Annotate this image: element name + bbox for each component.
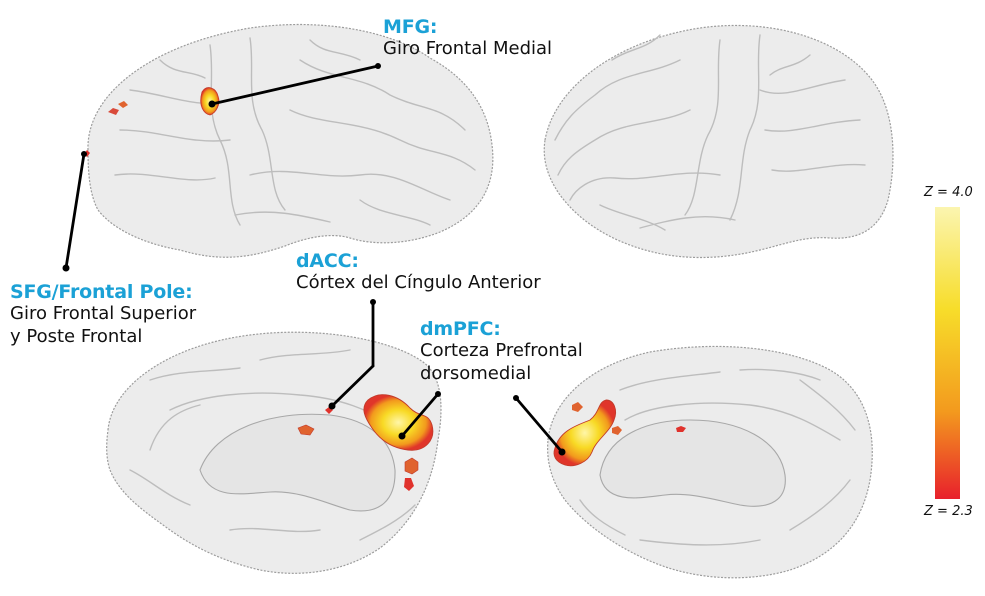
right-medial-hemisphere: [548, 346, 873, 577]
dacc-title: dACC:: [296, 250, 359, 272]
colorbar-min-label: Z = 2.3: [924, 504, 973, 519]
dmpfc-description-line2: dorsomedial: [420, 363, 531, 385]
left-medial-hemisphere: [107, 332, 441, 573]
colorbar: [935, 207, 960, 499]
mfg-description: Giro Frontal Medial: [383, 38, 552, 60]
sfg-description-line2: y Poste Frontal: [10, 326, 142, 348]
sfg-title: SFG/Frontal Pole:: [10, 281, 193, 303]
dmpfc-description-line1: Corteza Prefrontal: [420, 340, 583, 362]
sfg-description-line1: Giro Frontal Superior: [10, 303, 196, 325]
dmpfc-title: dmPFC:: [420, 318, 501, 340]
sfg-pointer: [66, 154, 84, 268]
dacc-description: Córtex del Cíngulo Anterior: [296, 272, 541, 294]
colorbar-max-label: Z = 4.0: [924, 185, 973, 200]
mfg-title: MFG:: [383, 16, 437, 38]
right-lateral-hemisphere: [544, 25, 893, 257]
